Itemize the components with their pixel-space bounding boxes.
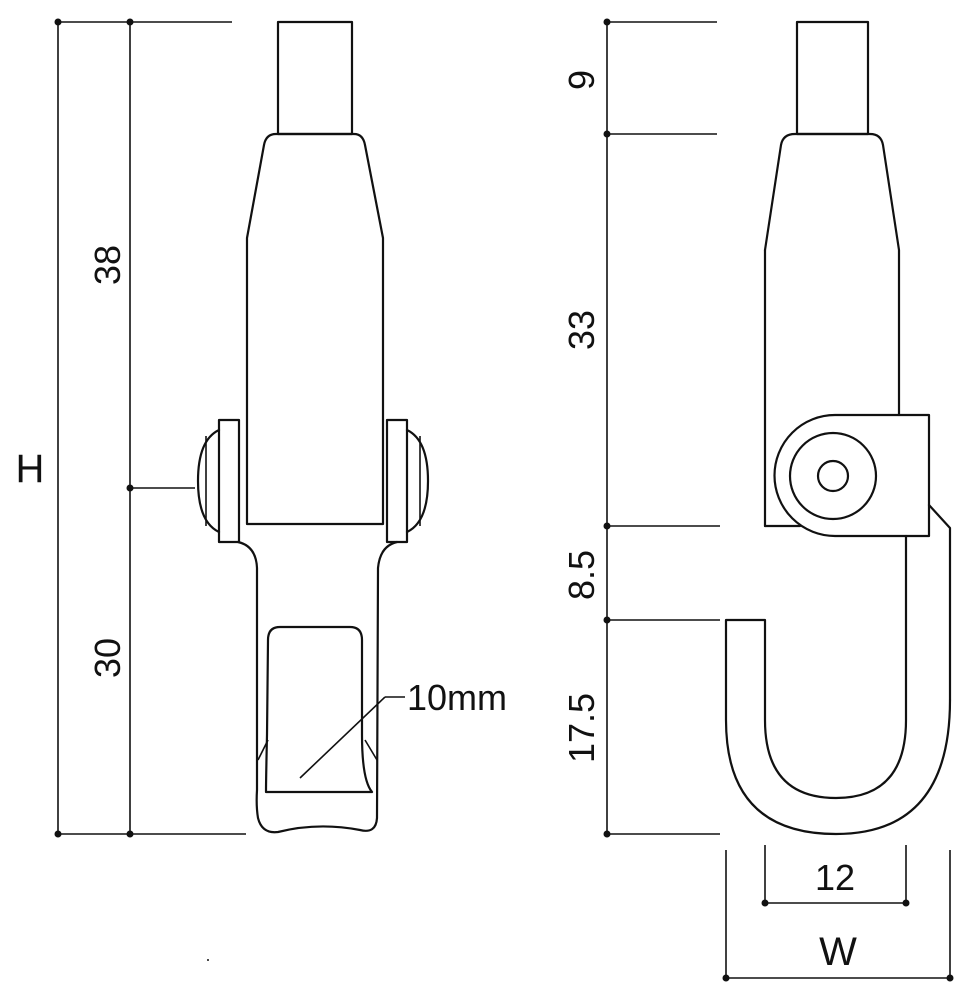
side-pivot-washer (788, 431, 878, 521)
front-fork (236, 540, 399, 834)
side-shaft (795, 20, 870, 136)
front-right-pivot-plate (385, 418, 409, 544)
stray-mark (207, 959, 209, 961)
top-dimension-label: 9 (561, 70, 602, 90)
dimension-tick (902, 899, 910, 907)
dimension-tick (603, 616, 611, 624)
gap-dimension-label: 8.5 (561, 550, 602, 600)
hook-dimension-label: 17.5 (561, 693, 602, 763)
dimension-tick (603, 18, 611, 26)
dimension-tick (54, 18, 62, 26)
front-shaft (276, 20, 354, 136)
dimension-tick (946, 974, 954, 982)
dimension-tick (722, 974, 730, 982)
side-view: 9 33 8.5 17.5 12 W (561, 18, 954, 982)
lower-dimension-label: 30 (87, 638, 128, 678)
dimension-tick (603, 130, 611, 138)
overall-width-label: W (819, 930, 857, 974)
dimension-tick (126, 830, 134, 838)
dimension-tick (761, 899, 769, 907)
dimension-tick (603, 830, 611, 838)
side-pivot-lug (773, 413, 931, 538)
upper-dimension-label: 38 (87, 245, 128, 285)
side-lug-chamfer (927, 503, 952, 702)
body-dimension-label: 33 (561, 310, 602, 350)
side-hook (724, 534, 952, 836)
width-callout-leader (299, 696, 386, 779)
front-hook-opening (264, 625, 374, 794)
width-callout-label: 10mm (407, 677, 507, 718)
front-right-pivot-cap (405, 428, 430, 534)
front-hook-edge (257, 739, 269, 761)
dimension-tick (126, 484, 134, 492)
front-hook-edge (364, 739, 378, 761)
overall-height-label: H (16, 447, 45, 491)
front-view: H 38 30 10mm (16, 18, 507, 838)
dimension-tick (603, 522, 611, 530)
front-body (245, 132, 385, 526)
inner-width-label: 12 (815, 857, 855, 898)
side-body (763, 132, 901, 417)
front-left-pivot-cap (196, 428, 221, 534)
side-pivot-pin (816, 459, 850, 493)
front-left-pivot-plate (217, 418, 241, 544)
dimension-tick (126, 18, 134, 26)
dimension-tick (54, 830, 62, 838)
